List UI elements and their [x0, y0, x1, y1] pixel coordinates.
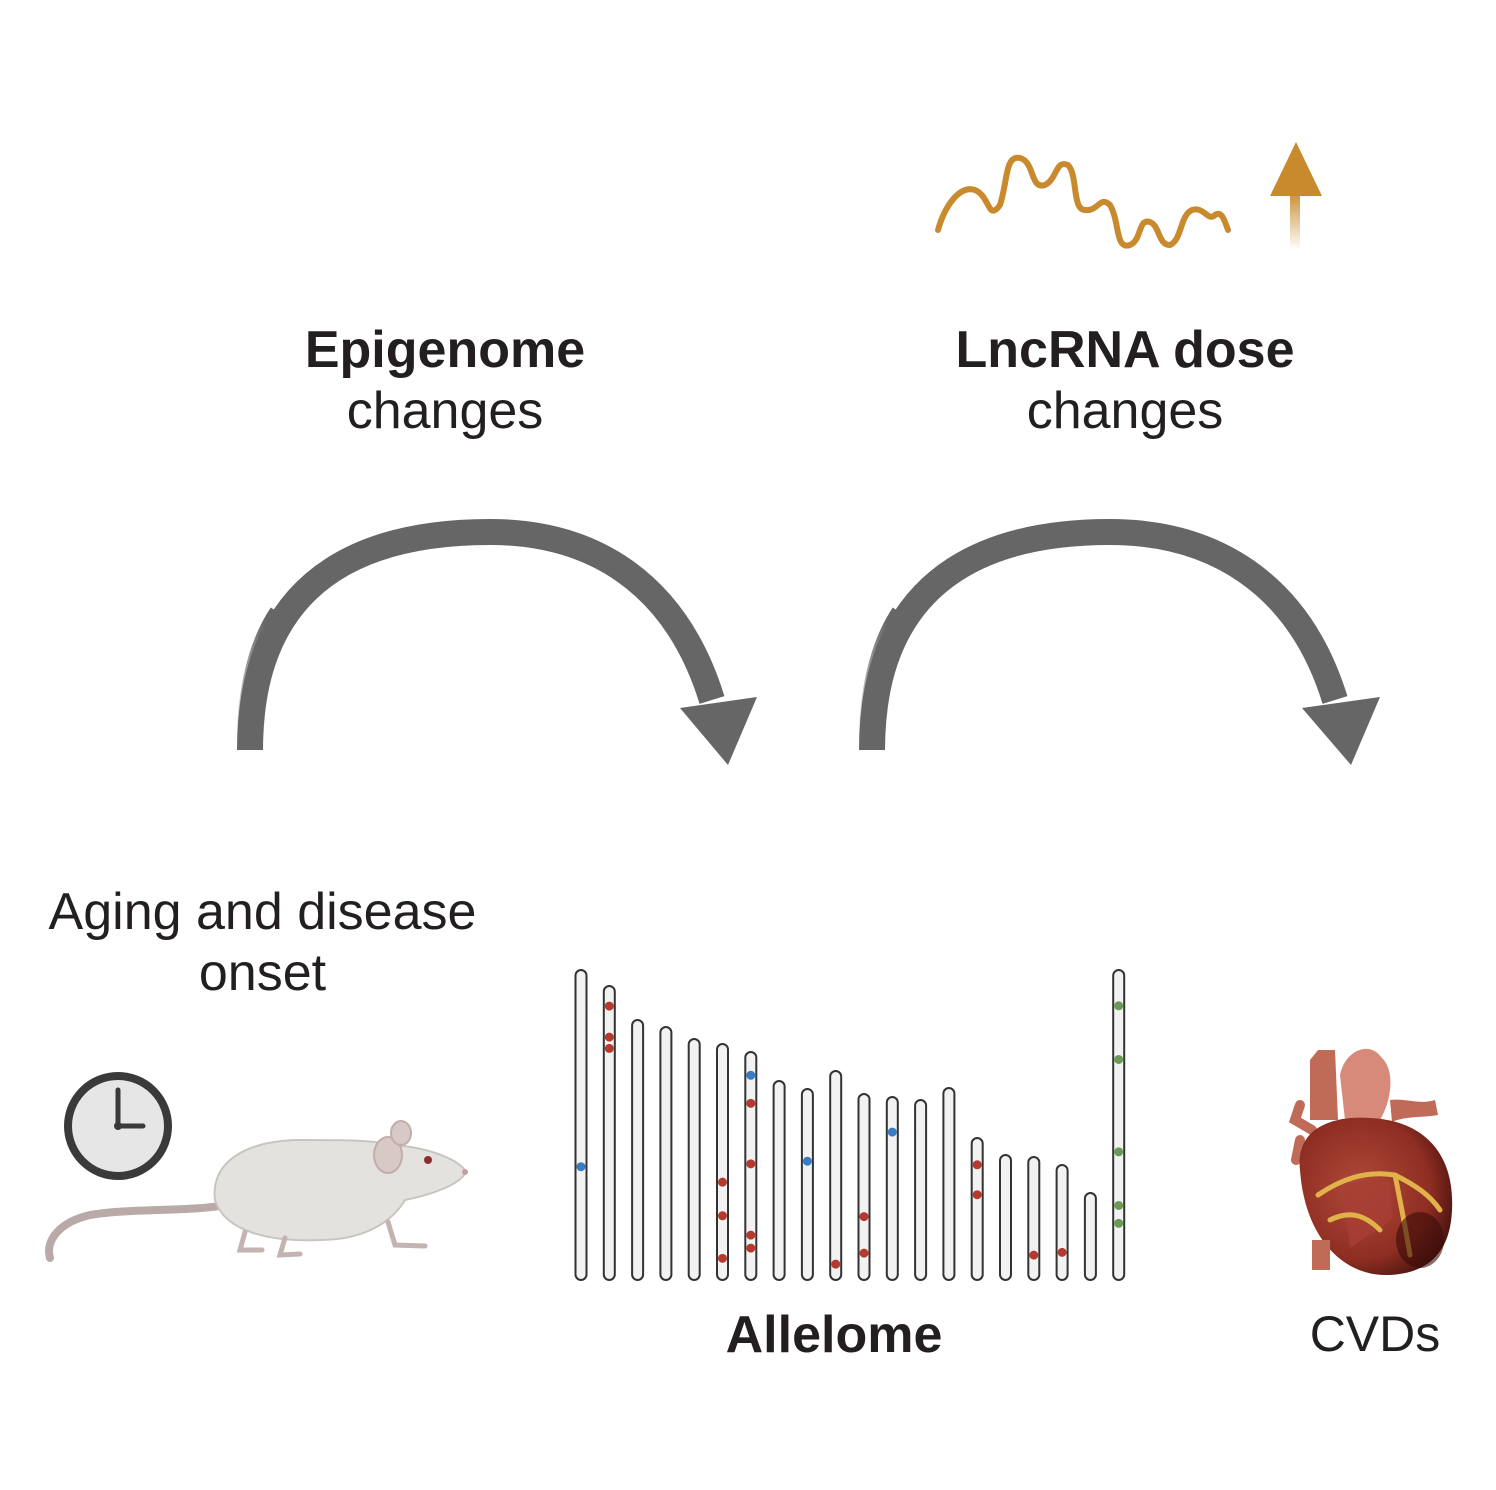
allele-dot [746, 1070, 756, 1080]
allele-dot [972, 1160, 982, 1170]
lncrna-dose-changes-label: LncRNA dose changes [925, 320, 1325, 442]
allelome-label: Allelome [725, 1306, 943, 1364]
chromosome-icon [659, 1026, 673, 1281]
up-arrow-icon [1270, 142, 1322, 250]
chromosome-icon [602, 985, 616, 1281]
chromosome-icon [942, 1087, 956, 1281]
clock-icon [64, 1072, 172, 1180]
allele-dot [1114, 1054, 1124, 1064]
lncrna-wave-icon [935, 154, 1231, 249]
chromosome-icon [999, 1154, 1012, 1281]
aging-line-1: Aging and disease [48, 883, 477, 941]
chromosome-icon [1027, 1156, 1041, 1281]
chromosome-icon [574, 969, 588, 1281]
allele-dot [972, 1190, 982, 1200]
epigenome-subtitle: changes [346, 381, 544, 440]
allele-dot [604, 1001, 614, 1011]
aging-line-2: onset [198, 943, 327, 1002]
aging-label: Aging and disease onset [10, 882, 515, 1004]
allele-dot [1057, 1247, 1067, 1257]
epigenome-title: Epigenome [304, 321, 586, 379]
allele-dot [802, 1156, 812, 1166]
allele-dot [746, 1159, 756, 1169]
allele-dot [1114, 1001, 1124, 1011]
allele-dot [859, 1248, 869, 1258]
chromosome-icon [1055, 1164, 1069, 1281]
allelome-chromosomes [574, 969, 1126, 1281]
allele-dot [746, 1243, 756, 1253]
allele-dot [1029, 1250, 1039, 1260]
allele-dot [604, 1043, 614, 1053]
epigenome-changes-label: Epigenome changes [245, 320, 645, 442]
chromosome-icon [857, 1093, 871, 1281]
curved-arrow-icon [858, 518, 1380, 765]
chromosome-icon [687, 1038, 701, 1281]
chromosome-icon [1112, 969, 1126, 1281]
chromosome-icon [631, 1019, 645, 1281]
mouse-icon [45, 1120, 468, 1262]
allele-dot [576, 1162, 586, 1172]
chromosome-icon [885, 1096, 899, 1281]
chromosome-icon [914, 1099, 928, 1281]
chromosome-icon [970, 1137, 984, 1281]
allele-dot [887, 1127, 897, 1137]
allele-dot [718, 1253, 727, 1263]
chromosome-icon [1083, 1192, 1097, 1281]
lncrna-title: LncRNA dose [955, 321, 1295, 379]
allele-dot [1114, 1147, 1124, 1157]
allele-dot [831, 1259, 841, 1269]
curved-arrow-icon [236, 518, 757, 765]
allele-dot [859, 1212, 869, 1222]
cvds-label: CVDs [1309, 1306, 1441, 1362]
allele-dot [1114, 1218, 1124, 1228]
allele-dot [718, 1177, 727, 1187]
allele-dot [604, 1032, 614, 1042]
allele-dot [1114, 1200, 1124, 1210]
chromosome-icon [829, 1070, 843, 1281]
allele-dot [746, 1098, 756, 1108]
heart-icon [1288, 1048, 1453, 1275]
allele-dot [746, 1230, 756, 1240]
allele-dot [718, 1211, 727, 1221]
chromosome-icon [772, 1080, 786, 1281]
chromosome-icon [716, 1043, 729, 1281]
lncrna-subtitle: changes [1026, 381, 1224, 440]
chromosome-icon [800, 1088, 814, 1281]
